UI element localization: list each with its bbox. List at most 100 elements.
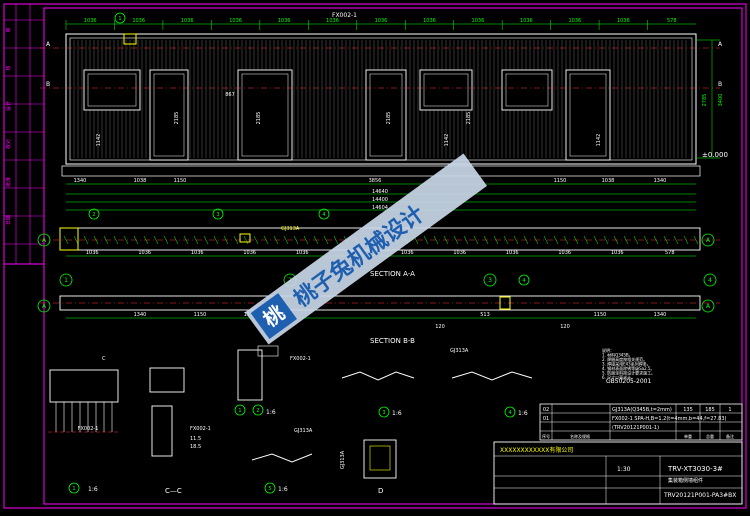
section-hatch bbox=[263, 235, 269, 245]
wall-opening bbox=[83, 69, 141, 111]
bottom-strip-dim: 1150 bbox=[194, 312, 207, 318]
section-hatch bbox=[83, 235, 89, 245]
height-dim: 2785 bbox=[702, 94, 708, 107]
detail-scale: 1:6 bbox=[266, 409, 276, 416]
section-hatch bbox=[293, 235, 299, 245]
watermark-background bbox=[245, 153, 488, 345]
left-strip-label: 日期 bbox=[6, 215, 12, 225]
top-dim-text: 1036 bbox=[229, 18, 242, 24]
note-line: 3. 焊接采用E43系列焊条。 bbox=[602, 361, 651, 367]
d-view-body bbox=[363, 439, 397, 479]
grid-number: 1 bbox=[64, 277, 68, 284]
elevation-dim-text: 2185 bbox=[256, 112, 262, 125]
height-dim: 3400 bbox=[718, 94, 724, 107]
detail-callout-number: 1 bbox=[72, 486, 75, 492]
section-hatch bbox=[473, 235, 479, 245]
bom-cell: 135 bbox=[683, 407, 693, 413]
grid-bubble-a2 bbox=[37, 299, 51, 313]
section-dim-text: 1036 bbox=[138, 250, 151, 256]
bottom-strip-dim: 513 bbox=[480, 312, 490, 318]
section-hatch bbox=[463, 235, 469, 245]
detail-callout-number: 2 bbox=[256, 408, 259, 414]
section-hatch bbox=[183, 235, 189, 245]
grid-letter: A bbox=[706, 237, 711, 244]
bom-cell: 1 bbox=[728, 407, 731, 413]
wall-opening bbox=[237, 69, 293, 161]
section-hatch bbox=[573, 235, 579, 245]
bom-cell: 01 bbox=[543, 416, 549, 422]
gj313a-label: GJ313A bbox=[281, 226, 300, 232]
c-c-top bbox=[149, 367, 185, 393]
top-dim-text: 578 bbox=[667, 18, 677, 24]
callout-circle bbox=[88, 208, 100, 220]
d-view-part: GJ313A bbox=[340, 450, 346, 469]
d-view-inner bbox=[369, 445, 391, 471]
wall-opening bbox=[365, 69, 407, 161]
scale-value: 1:30 bbox=[617, 466, 631, 473]
callout-box bbox=[123, 33, 137, 45]
drawing-number: TRV20121P001-PA3#BX bbox=[663, 492, 736, 499]
section-dim-text: 1036 bbox=[611, 250, 624, 256]
detail-2-body bbox=[237, 349, 263, 401]
top-dim-text: 1036 bbox=[326, 18, 339, 24]
inner-border bbox=[43, 7, 743, 505]
bom-cell: (TRV20121P001-1) bbox=[612, 425, 659, 431]
section-hatch bbox=[243, 235, 249, 245]
section-hatch bbox=[103, 235, 109, 245]
detail-callout-number: 4 bbox=[508, 410, 511, 416]
section-b-b-title: SECTION B-B bbox=[370, 337, 415, 345]
section-hatch bbox=[223, 235, 229, 245]
section-marker-b-right: B bbox=[718, 81, 722, 88]
callout-number: 3 bbox=[216, 212, 219, 218]
section-hatch bbox=[333, 235, 339, 245]
detail-scale: 1:6 bbox=[518, 410, 528, 417]
section-hatch bbox=[663, 235, 669, 245]
bom-cell: 02 bbox=[543, 407, 549, 413]
detail-3-profile bbox=[341, 371, 415, 381]
top-dim-text: 1036 bbox=[472, 18, 485, 24]
section-marker-a-right: A bbox=[718, 41, 723, 48]
cut-marker: C bbox=[102, 356, 106, 362]
section-hatch bbox=[643, 235, 649, 245]
section-hatch bbox=[593, 235, 599, 245]
section-hatch bbox=[493, 235, 499, 245]
top-dim-text: 1036 bbox=[423, 18, 436, 24]
opening-frame bbox=[241, 73, 289, 157]
drawing-title: TRV-XT3030-3# bbox=[667, 465, 723, 473]
section-hatch bbox=[143, 235, 149, 245]
bom-header-cell: 名称及规格 bbox=[570, 433, 590, 439]
callout-circle bbox=[114, 12, 126, 24]
section-hatch bbox=[563, 235, 569, 245]
top-dim-text: 1036 bbox=[375, 18, 388, 24]
bottom-dim-text: 1038 bbox=[602, 178, 615, 184]
elevation-dim-text: 2185 bbox=[466, 112, 472, 125]
elevation-dim-text: 1142 bbox=[444, 134, 450, 147]
section-hatch bbox=[693, 235, 699, 245]
opening-frame bbox=[369, 73, 403, 157]
section-hatch bbox=[543, 235, 549, 245]
detail-1-part: FX002-1 bbox=[78, 426, 99, 432]
grid-letter: A bbox=[42, 237, 47, 244]
title-block-border bbox=[493, 441, 743, 505]
bom-cell: FX002-1 SPA-H,B=1.2(t=4mm,b=44,f=27.83) bbox=[612, 416, 727, 422]
section-hatch bbox=[453, 235, 459, 245]
bom-header-cell: 备注 bbox=[726, 433, 734, 439]
section-hatch bbox=[423, 235, 429, 245]
section-hatch bbox=[173, 235, 179, 245]
section-hatch bbox=[63, 235, 69, 245]
grid-number: 4 bbox=[708, 277, 712, 284]
bottom-dim-text: 1150 bbox=[554, 178, 567, 184]
bottom-total: 120 bbox=[560, 324, 570, 330]
overall-dim-text: 14604 bbox=[372, 205, 388, 211]
bottom-strip-dim: 1150 bbox=[594, 312, 607, 318]
callout-circle bbox=[518, 274, 530, 286]
detail-scale: 1:6 bbox=[392, 410, 402, 417]
section-hatch bbox=[523, 235, 529, 245]
section-dim-text: 1036 bbox=[296, 250, 309, 256]
bottom-strip-dim: 1340 bbox=[654, 312, 667, 318]
section-dim-text: 1036 bbox=[558, 250, 571, 256]
elevation-dim-text: 867 bbox=[225, 92, 235, 98]
